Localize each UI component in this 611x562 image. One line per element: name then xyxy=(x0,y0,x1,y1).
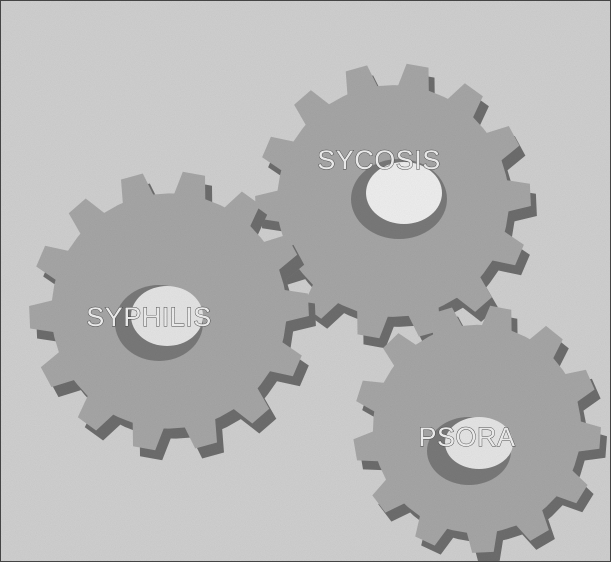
gear-syphilis: SYPHILIS xyxy=(29,171,316,461)
gear-sycosis-hole xyxy=(366,162,442,224)
gear-sycosis-label: SYCOSIS xyxy=(317,145,441,175)
gear-sycosis: SYCOSIS xyxy=(255,63,537,349)
gear-syphilis-hole xyxy=(131,286,203,346)
gear-psora: PSORA xyxy=(353,305,607,561)
gear-psora-label: PSORA xyxy=(418,422,515,452)
gear-psora-hole xyxy=(445,417,513,469)
gear-syphilis-label: SYPHILIS xyxy=(86,302,212,332)
